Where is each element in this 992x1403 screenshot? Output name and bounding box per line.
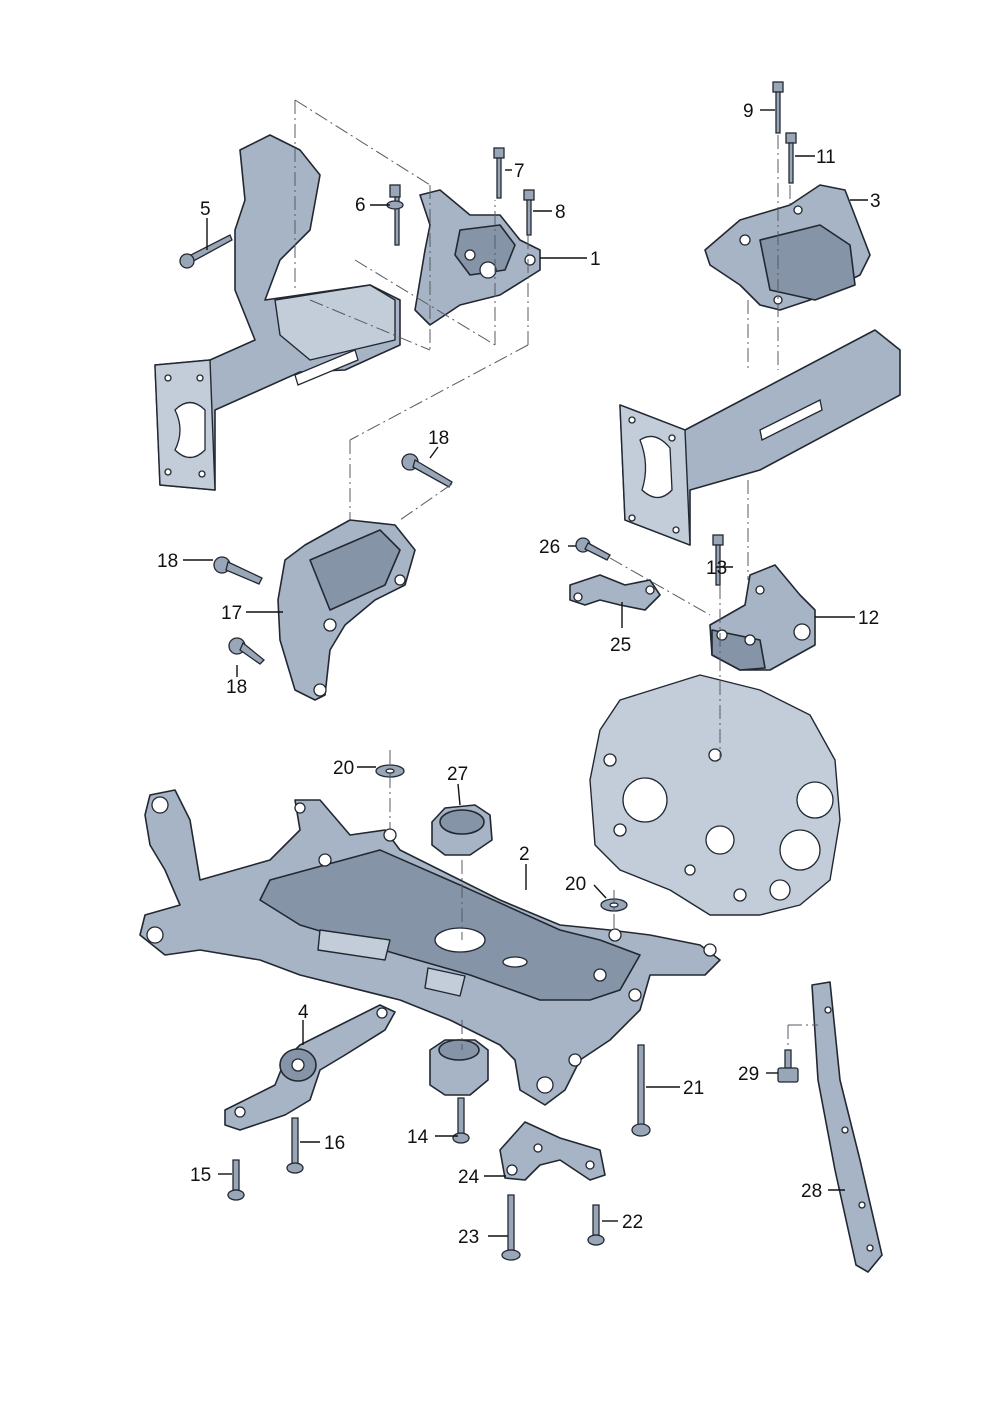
callout-20-mid: 20	[565, 874, 586, 895]
engine-mount-part-1	[414, 189, 541, 326]
bolt-9	[772, 81, 784, 134]
callout-28: 28	[801, 1181, 822, 1202]
callout-1: 1	[590, 249, 601, 270]
callout-8: 8	[555, 202, 566, 223]
callout-12: 12	[858, 608, 879, 629]
bolt-6	[386, 184, 404, 246]
callout-29: 29	[738, 1064, 759, 1085]
washer-20-top	[375, 764, 405, 778]
callout-27: 27	[447, 764, 468, 785]
callout-15: 15	[190, 1165, 211, 1186]
bolts	[179, 81, 799, 1261]
bracket-part-25	[569, 574, 661, 611]
callout-17: 17	[221, 603, 242, 624]
washer-20-mid	[600, 898, 628, 912]
bolt-18-top	[401, 453, 453, 488]
callout-11: 11	[816, 147, 836, 168]
lower-bushing	[429, 1039, 489, 1096]
bolt-5	[179, 234, 233, 269]
callout-22: 22	[622, 1212, 643, 1233]
callout-7: 7	[514, 161, 525, 182]
bolt-16	[286, 1117, 304, 1174]
bracket-part-17	[277, 519, 416, 701]
callout-14: 14	[407, 1127, 429, 1148]
torque-support-part-4	[224, 1004, 396, 1131]
callout-20-top: 20	[333, 758, 354, 779]
gearbox-housing	[589, 674, 841, 916]
callout-25: 25	[610, 635, 631, 656]
bolt-29	[777, 1049, 799, 1083]
callout-9: 9	[743, 101, 754, 122]
callout-3: 3	[870, 191, 881, 212]
bolt-18-mid	[213, 556, 263, 585]
left-longitudinal-member	[154, 134, 401, 491]
callout-6: 6	[355, 195, 366, 216]
bolt-23	[501, 1194, 521, 1261]
alignment-lines	[294, 99, 818, 1050]
subframe-part-2	[139, 789, 721, 1106]
callout-2: 2	[519, 844, 530, 865]
callout-18-low: 18	[226, 677, 247, 698]
callout-5: 5	[200, 199, 211, 220]
gearbox-mount-part-3	[704, 184, 871, 311]
rubber-bushing-part-27	[431, 804, 493, 856]
callout-13: 13	[706, 558, 727, 579]
bolt-8	[523, 189, 535, 236]
callout-labels: 1 2 3 4 5 6 7 8 9 11 12 13 14 15 16 17 1…	[157, 101, 881, 1248]
bolt-7	[493, 147, 505, 199]
callout-16: 16	[324, 1133, 345, 1154]
bolt-15	[227, 1159, 245, 1201]
leader-lines	[183, 109, 868, 1237]
callout-21: 21	[683, 1078, 704, 1099]
bolt-26	[575, 537, 611, 561]
bolt-13	[712, 534, 724, 586]
bracket-part-12	[709, 564, 816, 671]
callout-24: 24	[458, 1167, 480, 1188]
bolt-22	[587, 1204, 605, 1246]
strap-part-28	[811, 981, 883, 1273]
callout-18-top: 18	[428, 428, 449, 449]
bolt-18-low	[228, 637, 265, 665]
bolt-21	[631, 1044, 651, 1137]
bolt-11	[785, 132, 797, 184]
bracket-part-24	[499, 1121, 606, 1181]
callout-4: 4	[298, 1002, 309, 1023]
callout-18-mid: 18	[157, 551, 178, 572]
right-longitudinal-member	[619, 329, 901, 546]
callout-26: 26	[539, 537, 560, 558]
callout-23: 23	[458, 1227, 479, 1248]
